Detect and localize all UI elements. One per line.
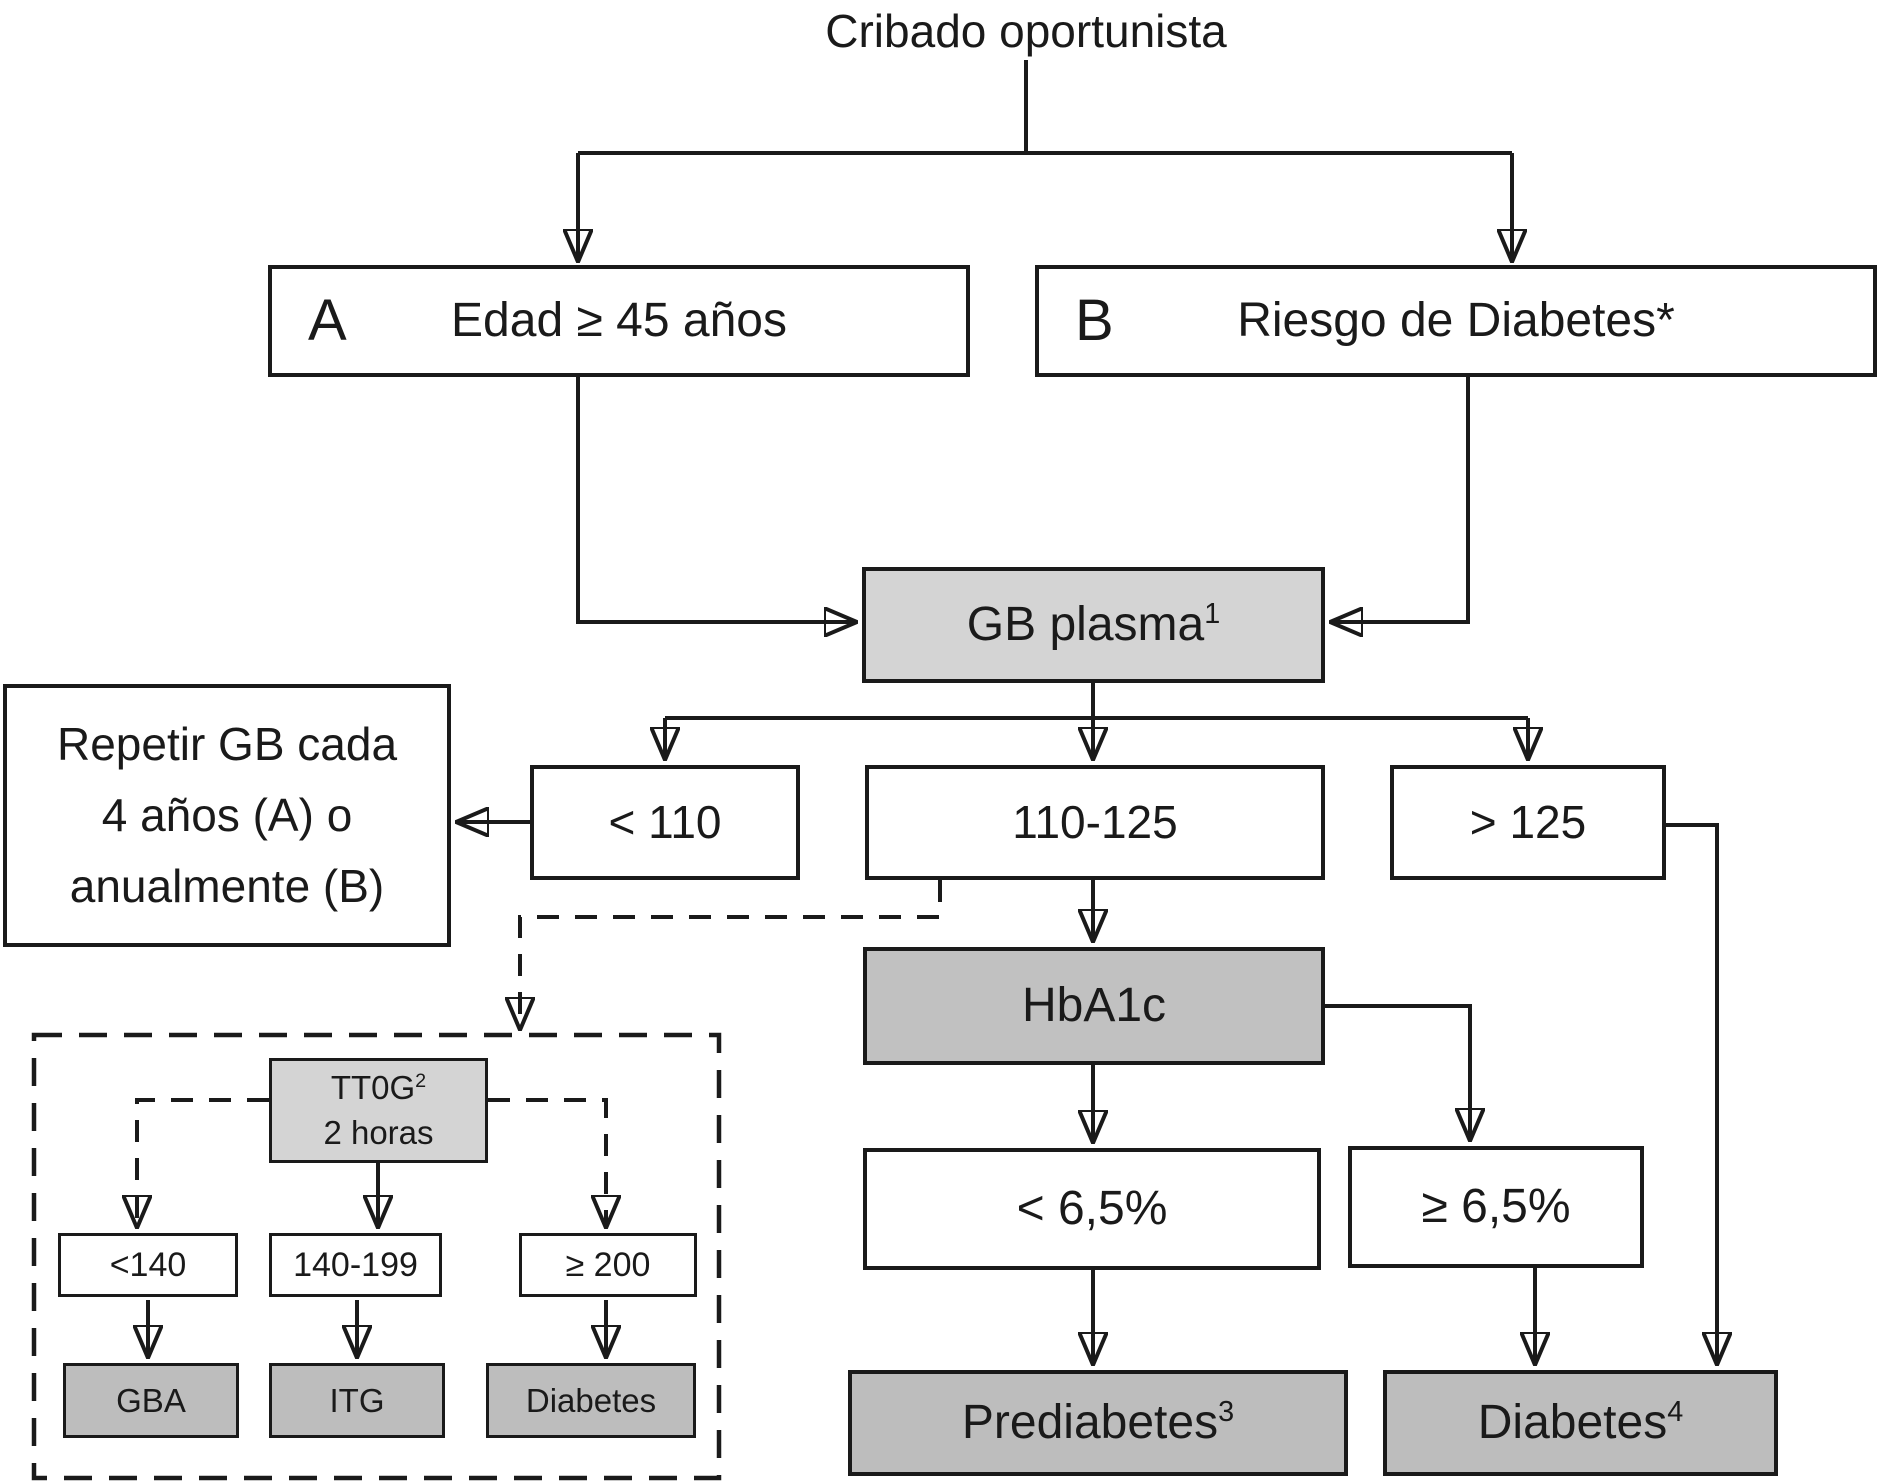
node-gb-plasma-superscript: 1 xyxy=(1204,598,1221,631)
node-110-125-label: 110-125 xyxy=(1012,795,1178,848)
node-ttog-2h-text: TT0G xyxy=(330,1068,416,1106)
node-edad-45-tag: A xyxy=(308,288,347,354)
node-repetir-gb-line2: 4 años (A) o xyxy=(101,788,353,841)
node-lt-110-label: < 110 xyxy=(608,795,722,848)
node-itg-label: ITG xyxy=(329,1381,385,1419)
node-diabetes-ttog-label: Diabetes xyxy=(525,1381,657,1419)
diagram-title: Cribado oportunista xyxy=(825,5,1227,57)
node-prediabetes-superscript: 3 xyxy=(1218,1396,1235,1429)
node-140-199: 140-199 xyxy=(269,1233,442,1297)
node-edad-45: A Edad ≥ 45 años xyxy=(268,265,970,377)
node-riesgo-diabetes: B Riesgo de Diabetes* xyxy=(1035,265,1877,377)
node-ge-200: ≥ 200 xyxy=(519,1233,697,1297)
node-diabetes-text: Diabetes xyxy=(1477,1396,1668,1450)
node-lt-140: <140 xyxy=(58,1233,238,1297)
node-prediabetes: Prediabetes3 xyxy=(848,1370,1348,1476)
node-lt-140-label: <140 xyxy=(109,1245,187,1284)
node-diabetes: Diabetes4 xyxy=(1383,1370,1778,1476)
node-gb-plasma-label: GB plasma1 xyxy=(967,596,1220,654)
node-ge-200-label: ≥ 200 xyxy=(565,1245,651,1284)
edge-hba1c-to-ge65 xyxy=(1325,1004,1470,1140)
edge-ttog-to-ge200-dashed xyxy=(488,1098,606,1227)
node-repetir-gb-line1: Repetir GB cada xyxy=(56,717,398,770)
edge-a-to-gbplasma xyxy=(576,377,856,622)
node-edad-45-label: Edad ≥ 45 años xyxy=(451,294,787,348)
node-prediabetes-text: Prediabetes xyxy=(961,1396,1219,1450)
node-gb-plasma-text: GB plasma xyxy=(966,598,1205,652)
node-riesgo-diabetes-tag: B xyxy=(1075,288,1114,354)
node-itg: ITG xyxy=(269,1363,445,1438)
node-prediabetes-label: Prediabetes3 xyxy=(962,1394,1234,1452)
node-diabetes-superscript: 4 xyxy=(1667,1396,1684,1429)
node-lt-110: < 110 xyxy=(530,765,800,880)
edge-ttog-to-lt140-dashed xyxy=(137,1098,269,1227)
node-diabetes-label: Diabetes4 xyxy=(1478,1394,1683,1452)
node-lt-6-5-pct: < 6,5% xyxy=(863,1148,1321,1270)
node-140-199-label: 140-199 xyxy=(293,1245,418,1284)
node-ttog-2h-superscript: 2 xyxy=(415,1069,427,1092)
ttog-dashed-container-border xyxy=(31,1032,722,1481)
node-ttog-2h-line1: TT0G2 xyxy=(331,1066,426,1111)
node-gb-plasma: GB plasma1 xyxy=(862,567,1325,683)
edge-gt125-to-diabetes xyxy=(1666,823,1717,1364)
node-hba1c-label: HbA1c xyxy=(1021,979,1167,1033)
node-riesgo-diabetes-label: Riesgo de Diabetes* xyxy=(1237,294,1675,348)
node-diabetes-ttog: Diabetes xyxy=(486,1363,696,1438)
node-gt-125: > 125 xyxy=(1390,765,1666,880)
node-gt-125-label: > 125 xyxy=(1469,795,1587,848)
node-ttog-2h-line2: 2 horas xyxy=(323,1113,434,1151)
node-110-125: 110-125 xyxy=(865,765,1325,880)
node-lt-6-5-pct-label: < 6,5% xyxy=(1016,1182,1168,1236)
node-gba: GBA xyxy=(63,1363,239,1438)
edge-b-to-gbplasma xyxy=(1331,377,1470,622)
node-ge-6-5-pct-label: ≥ 6,5% xyxy=(1421,1180,1571,1234)
edge-110-125-to-ttog-dashed xyxy=(520,880,942,1029)
node-gba-label: GBA xyxy=(116,1381,186,1419)
node-ttog-2h: TT0G2 2 horas xyxy=(269,1058,488,1163)
node-ge-6-5-pct: ≥ 6,5% xyxy=(1348,1146,1644,1268)
node-hba1c: HbA1c xyxy=(863,947,1325,1065)
node-repetir-gb-line3: anualmente (B) xyxy=(69,860,385,913)
node-repetir-gb: Repetir GB cada 4 años (A) o anualmente … xyxy=(3,684,451,947)
